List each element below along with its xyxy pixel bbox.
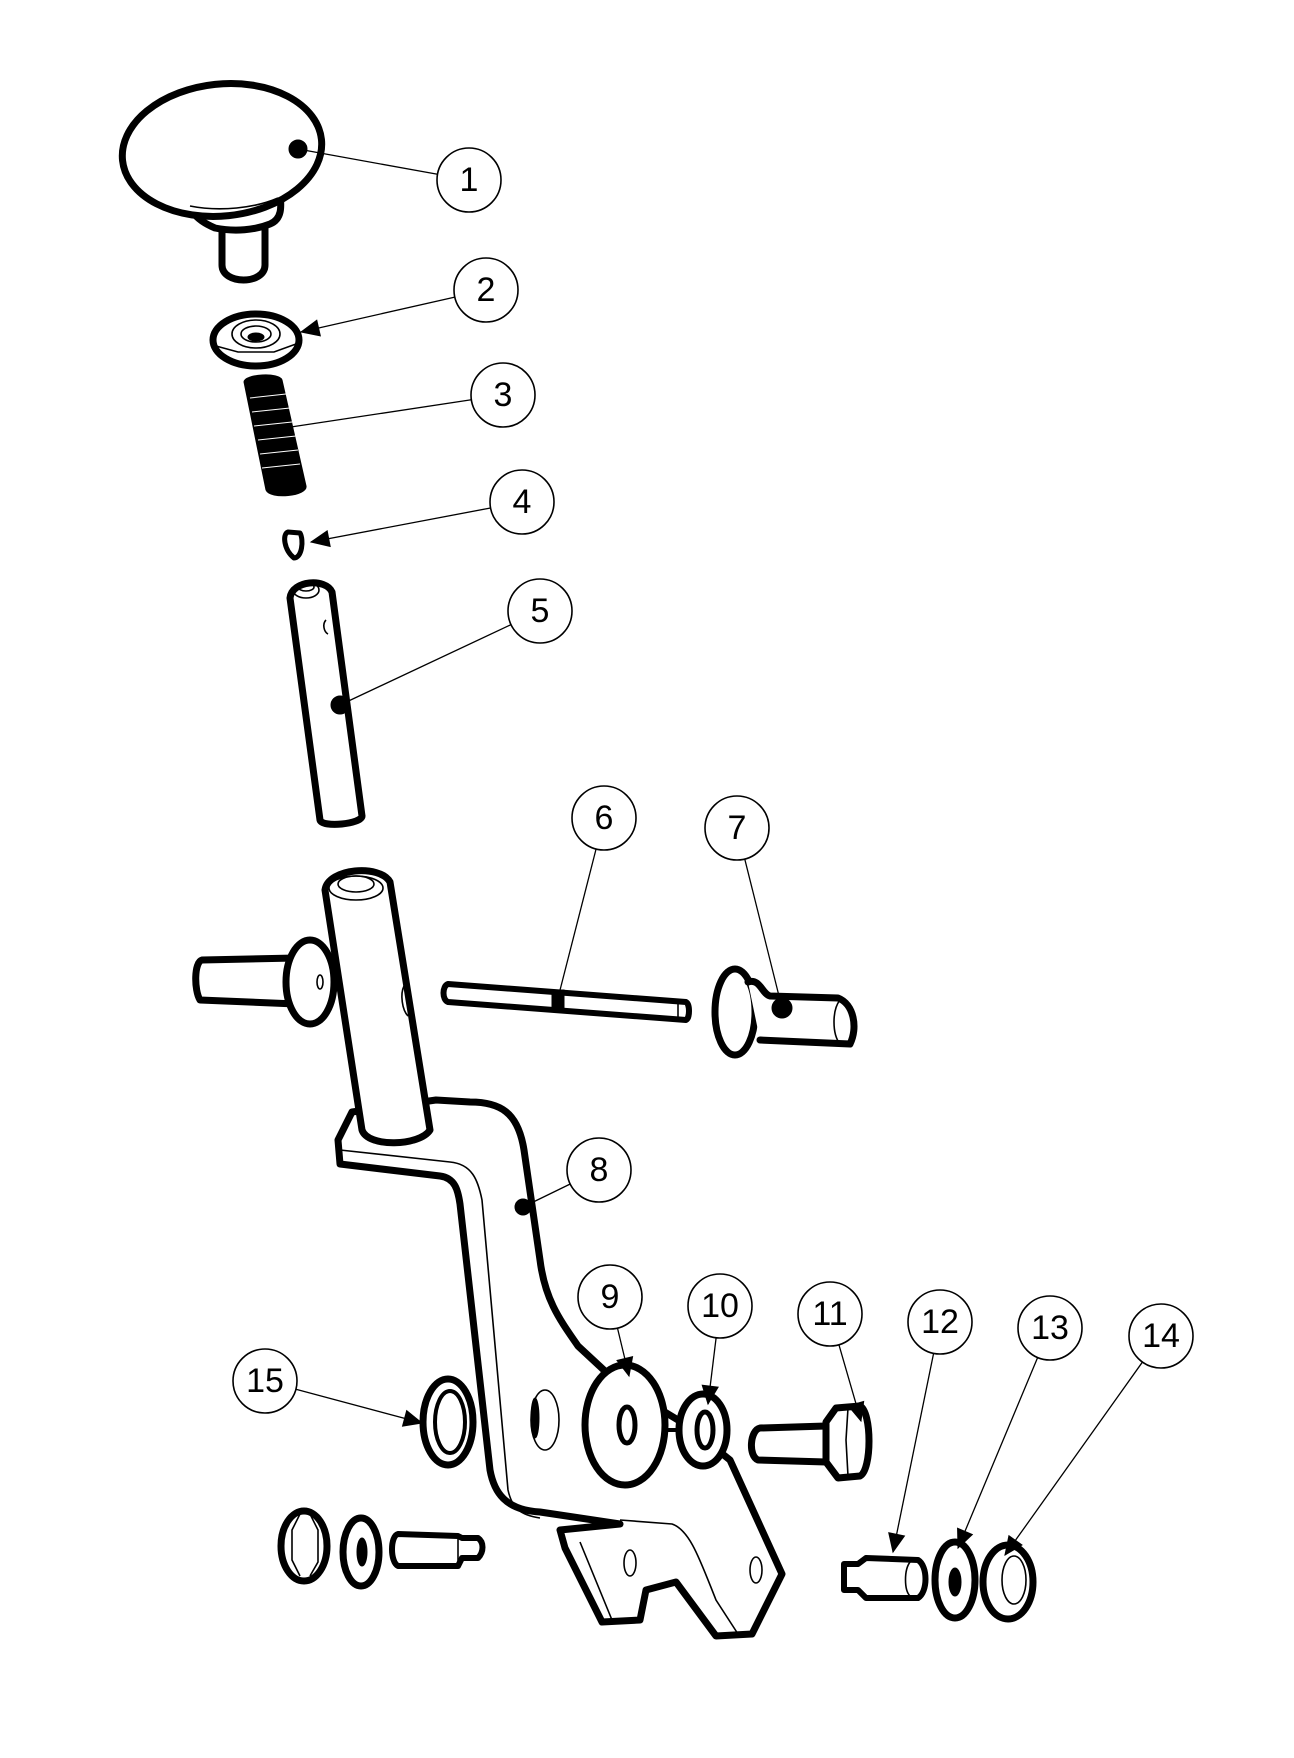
part-lock-washer xyxy=(675,1390,731,1470)
callout-4: 4 xyxy=(309,469,555,548)
callout-number: 3 xyxy=(494,376,513,414)
callout-bubble xyxy=(453,257,519,323)
leader-line xyxy=(522,1183,571,1208)
part-clevis-pin-left xyxy=(192,936,338,1028)
leader-line xyxy=(957,1357,1039,1549)
callout-number: 9 xyxy=(601,1278,620,1316)
part-spring xyxy=(243,374,307,497)
leader-line xyxy=(557,848,597,999)
part-hex-nut xyxy=(209,310,303,370)
callout-number: 7 xyxy=(728,809,747,847)
callout-1: 1 xyxy=(297,147,502,213)
callout-2: 2 xyxy=(299,257,519,337)
leader-line xyxy=(300,296,455,333)
callout-bubble xyxy=(797,1281,863,1347)
callout-number: 11 xyxy=(812,1295,847,1333)
part-washer xyxy=(931,1538,979,1622)
callout-13: 13 xyxy=(957,1295,1083,1550)
part-hardware-set-left xyxy=(277,1507,486,1590)
callout-14: 14 xyxy=(1004,1303,1194,1557)
part-bushing-ring xyxy=(419,1375,477,1469)
callout-number: 12 xyxy=(921,1303,959,1341)
part-hex-bolt xyxy=(748,1402,873,1482)
leader-line xyxy=(310,507,491,543)
arrowhead-icon xyxy=(616,1355,634,1378)
callout-9: 9 xyxy=(577,1264,643,1378)
callout-bubble xyxy=(232,1348,298,1414)
part-pivot-pin xyxy=(440,981,692,1023)
callout-number: 8 xyxy=(590,1151,609,1189)
callout-12: 12 xyxy=(888,1289,973,1554)
callout-number: 15 xyxy=(246,1362,284,1400)
arrowhead-icon xyxy=(401,1409,424,1427)
callout-6: 6 xyxy=(557,785,637,999)
arrowhead-icon xyxy=(957,1527,974,1550)
arrowhead-icon xyxy=(847,1400,865,1423)
leader-line xyxy=(270,399,472,431)
callout-7: 7 xyxy=(704,795,783,1009)
callout-10: 10 xyxy=(687,1273,753,1406)
callout-bubble xyxy=(1017,1295,1083,1361)
leader-line xyxy=(1004,1361,1143,1556)
leader-line xyxy=(297,148,438,175)
callout-number: 5 xyxy=(531,592,550,630)
callout-bubble xyxy=(566,1137,632,1203)
arrowhead-icon xyxy=(701,1384,719,1406)
leader-line xyxy=(744,858,783,1009)
arrowhead-icon xyxy=(1004,1534,1023,1557)
part-shift-lever-bracket xyxy=(321,867,786,1640)
leader-line xyxy=(892,1353,935,1553)
callout-number: 2 xyxy=(477,271,496,309)
callout-number: 1 xyxy=(460,161,479,199)
leader-line xyxy=(295,1388,423,1424)
callout-15: 15 xyxy=(232,1348,424,1427)
arrowhead-icon xyxy=(309,529,331,548)
callout-bubble xyxy=(704,795,770,861)
callout-bubble xyxy=(907,1289,973,1355)
callout-bubble xyxy=(470,362,536,428)
callout-bubble xyxy=(687,1273,753,1339)
callout-bubble xyxy=(577,1264,643,1330)
callout-bubble xyxy=(571,785,637,851)
part-flat-washer-large xyxy=(581,1361,688,1489)
callout-11: 11 xyxy=(797,1281,865,1423)
callout-number: 13 xyxy=(1031,1309,1069,1347)
callout-number: 6 xyxy=(595,799,614,837)
leader-line xyxy=(339,624,512,706)
callout-8: 8 xyxy=(522,1137,632,1208)
arrowhead-icon xyxy=(888,1532,906,1554)
part-shift-rod xyxy=(286,579,366,828)
callout-number: 10 xyxy=(701,1287,739,1325)
part-knob xyxy=(118,80,326,284)
callout-5: 5 xyxy=(339,578,573,706)
arrowhead-icon xyxy=(299,319,321,337)
part-clevis-pin xyxy=(711,965,858,1059)
callout-3: 3 xyxy=(270,362,536,431)
part-lock-nut xyxy=(979,1541,1037,1623)
part-retaining-clip xyxy=(282,529,305,561)
callout-bubble xyxy=(1128,1303,1194,1369)
callout-bubble xyxy=(436,147,502,213)
callout-number: 14 xyxy=(1142,1317,1180,1355)
callout-bubble xyxy=(507,578,573,644)
callout-number: 4 xyxy=(513,483,532,521)
part-shoulder-bolt xyxy=(841,1555,929,1601)
callout-bubble xyxy=(489,469,555,535)
